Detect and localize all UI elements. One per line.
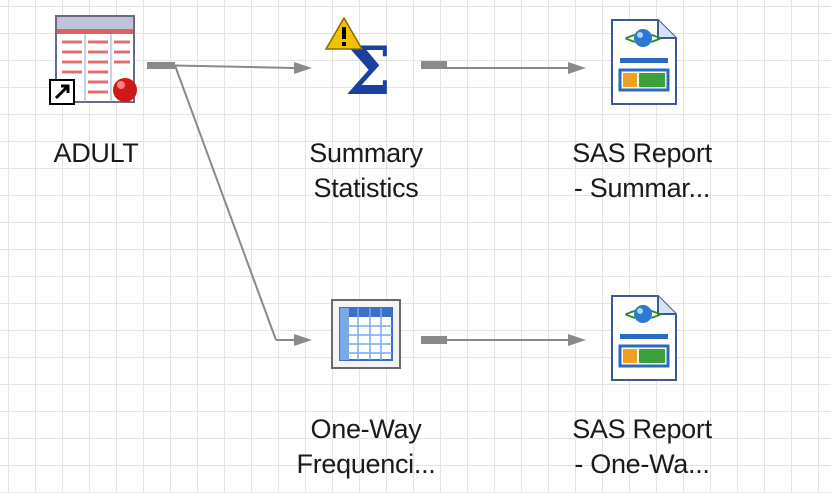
node-one-way-frequencies[interactable]: One-Way Frequenci... (276, 290, 456, 482)
link-adult-to-summary-statistics[interactable] (147, 62, 312, 74)
node-adult[interactable]: ADULT (6, 14, 186, 171)
link-adult-to-one-way-frequencies[interactable] (174, 65, 312, 347)
node-label: SAS Report - Summar... (572, 138, 712, 203)
svg-text:<: < (625, 304, 636, 325)
sigma-icon[interactable]: Σ (318, 14, 414, 110)
sas-report-icon[interactable]: < > (594, 290, 690, 386)
sas-report-icon[interactable]: < > (594, 14, 690, 110)
node-label: SAS Report - One-Wa... (572, 414, 712, 479)
node-sas-report-summary[interactable]: < > SAS Report - Summar... (552, 14, 732, 206)
warning-icon (324, 16, 364, 50)
grid-table-icon[interactable] (318, 290, 414, 386)
svg-text:>: > (651, 28, 662, 49)
node-label: ADULT (53, 138, 139, 168)
link-summary-statistics-to-sas-report[interactable] (421, 61, 586, 74)
dataset-table-icon[interactable] (48, 14, 144, 110)
node-summary-statistics[interactable]: Σ Summary Statistics (276, 14, 456, 206)
svg-text:>: > (651, 304, 662, 325)
svg-text:<: < (625, 28, 636, 49)
node-label: One-Way Frequenci... (296, 414, 436, 479)
link-one-way-frequencies-to-sas-report[interactable] (421, 334, 586, 346)
node-sas-report-one-way[interactable]: < > SAS Report - One-Wa... (552, 290, 732, 482)
node-label: Summary Statistics (309, 138, 423, 203)
